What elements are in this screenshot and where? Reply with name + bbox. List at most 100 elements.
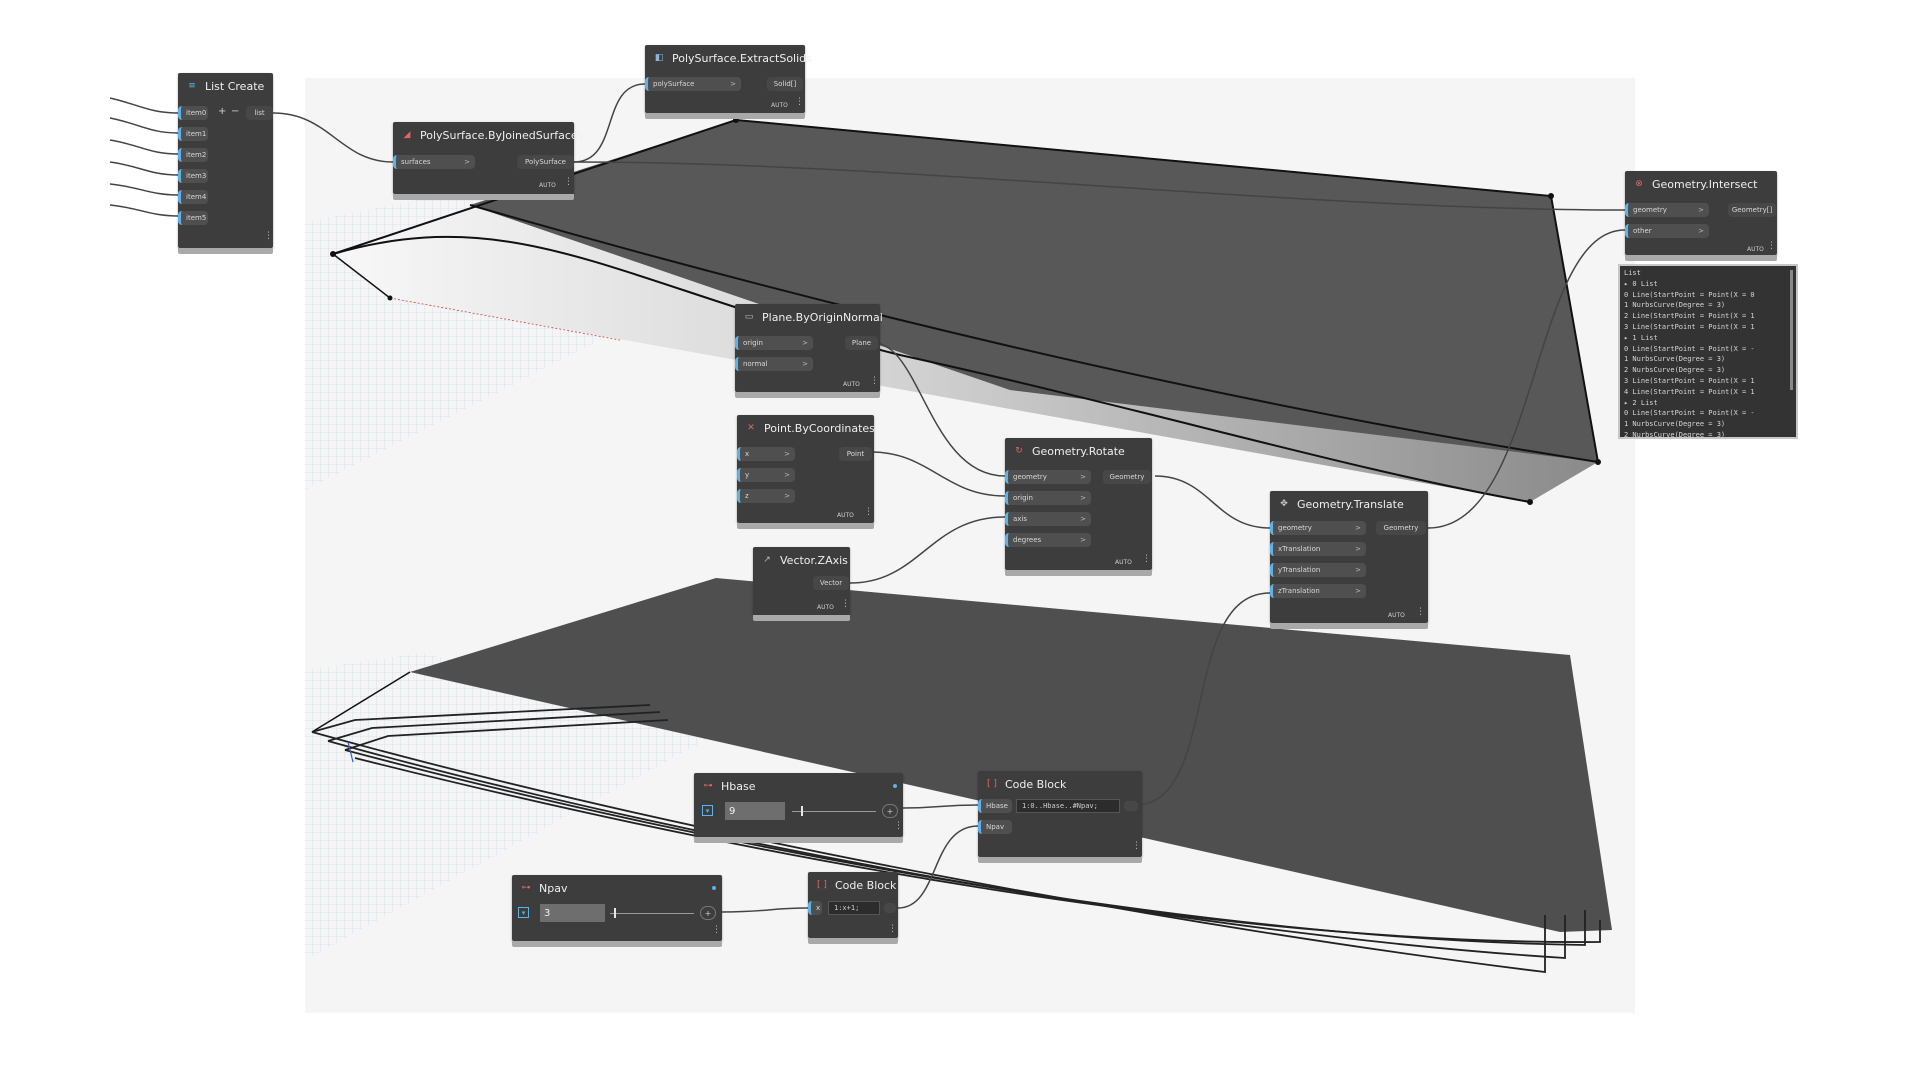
output-port-point[interactable]: Point	[839, 447, 872, 461]
slider-increment-button[interactable]: +	[882, 804, 898, 818]
node-menu-icon[interactable]: ⋮	[795, 97, 804, 107]
slider-value-field[interactable]: 3	[540, 904, 605, 922]
input-port-origin[interactable]: origin>	[735, 336, 813, 350]
input-port-hbase[interactable]: Hbase	[978, 799, 1012, 813]
add-input-button[interactable]: +	[218, 106, 227, 117]
node-header[interactable]: ◧ PolySurface.ExtractSolids	[645, 45, 812, 71]
slider-value-field[interactable]: 9	[725, 802, 785, 820]
lacing-label[interactable]: AUTO	[837, 512, 854, 519]
point-by-coordinates-node[interactable]: ✕ Point.ByCoordinates x> y> z> Point AUT…	[737, 415, 875, 529]
output-port-vector[interactable]: Vector	[813, 576, 849, 590]
slider-track[interactable]	[792, 811, 876, 812]
node-header[interactable]: ✥ Geometry.Translate	[1270, 491, 1428, 517]
node-header[interactable]: ✕ Point.ByCoordinates	[737, 415, 875, 441]
input-port-ytranslation[interactable]: yTranslation>	[1270, 563, 1366, 577]
input-port-geometry[interactable]: geometry>	[1625, 203, 1709, 217]
input-port-x[interactable]: x	[808, 901, 822, 915]
lacing-label[interactable]: AUTO	[1747, 246, 1764, 253]
input-port-normal[interactable]: normal>	[735, 357, 813, 371]
plane-by-origin-normal-node[interactable]: ▭ Plane.ByOriginNormal origin> normal> P…	[735, 304, 883, 398]
node-menu-icon[interactable]: ⋮	[1767, 241, 1776, 251]
input-port-y[interactable]: y>	[737, 468, 795, 482]
node-header[interactable]: ⊶ Hbase	[694, 773, 903, 799]
node-menu-icon[interactable]: ⋮	[870, 376, 879, 386]
node-header[interactable]: ⊗ Geometry.Intersect	[1625, 171, 1777, 197]
input-port-origin[interactable]: origin>	[1005, 491, 1091, 505]
code-block-node[interactable]: [ ] Code Block Hbase Npav 1:0..Hbase..#N…	[978, 771, 1142, 863]
slider-thumb[interactable]	[801, 806, 803, 816]
node-header[interactable]: ↗ Vector.ZAxis	[753, 547, 850, 573]
output-port-geometry-list[interactable]: Geometry[]	[1728, 203, 1776, 217]
lacing-label[interactable]: AUTO	[771, 102, 788, 109]
geometry-translate-node[interactable]: ✥ Geometry.Translate geometry> xTranslat…	[1270, 491, 1428, 629]
output-port[interactable]	[1124, 801, 1138, 811]
node-menu-icon[interactable]: ⋮	[564, 177, 573, 187]
input-port-xtranslation[interactable]: xTranslation>	[1270, 542, 1366, 556]
scrollbar[interactable]	[1790, 270, 1793, 390]
lacing-label[interactable]: AUTO	[1388, 612, 1405, 619]
node-header[interactable]: ↻ Geometry.Rotate	[1005, 438, 1152, 464]
lacing-label[interactable]: AUTO	[1115, 559, 1132, 566]
node-menu-icon[interactable]: ⋮	[864, 507, 873, 517]
output-port-geometry[interactable]: Geometry	[1103, 470, 1151, 484]
input-port-item3[interactable]: item3	[178, 169, 208, 183]
polysurface-extract-solids-node[interactable]: ◧ PolySurface.ExtractSolids polySurface>…	[645, 45, 812, 119]
expand-slider-button[interactable]: ▾	[518, 907, 529, 918]
node-menu-icon[interactable]: ⋮	[712, 925, 721, 935]
input-port-geometry[interactable]: geometry>	[1005, 470, 1091, 484]
preview-row[interactable]: ▸ 1 List	[1624, 333, 1658, 342]
output-port-list[interactable]: list	[246, 106, 273, 120]
lacing-label[interactable]: AUTO	[817, 604, 834, 611]
input-port-degrees[interactable]: degrees>	[1005, 533, 1091, 547]
node-menu-icon[interactable]: ⋮	[841, 599, 850, 609]
npav-slider-node[interactable]: ⊶ Npav ▾ 3 + ⋮	[512, 875, 722, 947]
node-header[interactable]: [ ] Code Block	[808, 872, 898, 898]
code-block-node[interactable]: [ ] Code Block x 1:x+1; ⋮	[808, 872, 898, 944]
node-header[interactable]: [ ] Code Block	[978, 771, 1142, 797]
node-menu-icon[interactable]: ⋮	[264, 231, 273, 241]
output-port-solids[interactable]: Solid[]	[767, 77, 803, 91]
geometry-rotate-node[interactable]: ↻ Geometry.Rotate geometry> origin> axis…	[1005, 438, 1152, 576]
preview-row[interactable]: ▸ 0 List	[1624, 279, 1658, 288]
lacing-label[interactable]: AUTO	[843, 381, 860, 388]
output-port-geometry[interactable]: Geometry	[1376, 521, 1426, 535]
node-menu-icon[interactable]: ⋮	[888, 924, 897, 934]
input-port-item4[interactable]: item4	[178, 190, 208, 204]
preview-bubble[interactable]: List ▸ 0 List 0 Line(StartPoint = Point(…	[1618, 264, 1798, 439]
node-menu-icon[interactable]: ⋮	[1416, 607, 1425, 617]
expand-slider-button[interactable]: ▾	[702, 805, 713, 816]
vector-zaxis-node[interactable]: ↗ Vector.ZAxis Vector AUTO ⋮	[753, 547, 850, 621]
code-editor[interactable]: 1:0..Hbase..#Npav;	[1016, 799, 1120, 813]
output-port-plane[interactable]: Plane	[845, 336, 878, 350]
node-header[interactable]: ⊶ Npav	[512, 875, 722, 901]
input-port-ztranslation[interactable]: zTranslation>	[1270, 584, 1366, 598]
input-port-item1[interactable]: item1	[178, 127, 208, 141]
input-port-item0[interactable]: item0	[178, 106, 208, 120]
code-editor[interactable]: 1:x+1;	[828, 901, 880, 915]
node-menu-icon[interactable]: ⋮	[1132, 841, 1141, 851]
slider-track[interactable]	[610, 913, 694, 914]
input-port-geometry[interactable]: geometry>	[1270, 521, 1366, 535]
input-port-x[interactable]: x>	[737, 447, 795, 461]
node-header[interactable]: ◢ PolySurface.ByJoinedSurfaces	[393, 122, 584, 148]
slider-thumb[interactable]	[614, 908, 616, 918]
input-port-other[interactable]: other>	[1625, 224, 1709, 238]
output-port[interactable]	[884, 903, 896, 913]
input-port-surfaces[interactable]: surfaces>	[393, 155, 475, 169]
input-port-z[interactable]: z>	[737, 489, 795, 503]
preview-row[interactable]: ▸ 2 List	[1624, 398, 1658, 407]
geometry-intersect-node[interactable]: ⊗ Geometry.Intersect geometry> other> Ge…	[1625, 171, 1777, 261]
input-port-item5[interactable]: item5	[178, 211, 208, 225]
input-port-polysurface[interactable]: polySurface>	[645, 77, 741, 91]
input-port-npav[interactable]: Npav	[978, 820, 1012, 834]
lacing-label[interactable]: AUTO	[539, 182, 556, 189]
list-create-node[interactable]: ≡ List Create item0 item1 item2 item3 it…	[178, 73, 273, 254]
node-menu-icon[interactable]: ⋮	[894, 821, 903, 831]
node-header[interactable]: ≡ List Create	[178, 73, 273, 99]
node-menu-icon[interactable]: ⋮	[1142, 554, 1151, 564]
node-header[interactable]: ▭ Plane.ByOriginNormal	[735, 304, 883, 330]
slider-increment-button[interactable]: +	[700, 906, 716, 920]
output-port-polysurface[interactable]: PolySurface	[517, 155, 574, 169]
input-port-axis[interactable]: axis>	[1005, 512, 1091, 526]
polysurface-by-joined-surfaces-node[interactable]: ◢ PolySurface.ByJoinedSurfaces surfaces>…	[393, 122, 584, 200]
